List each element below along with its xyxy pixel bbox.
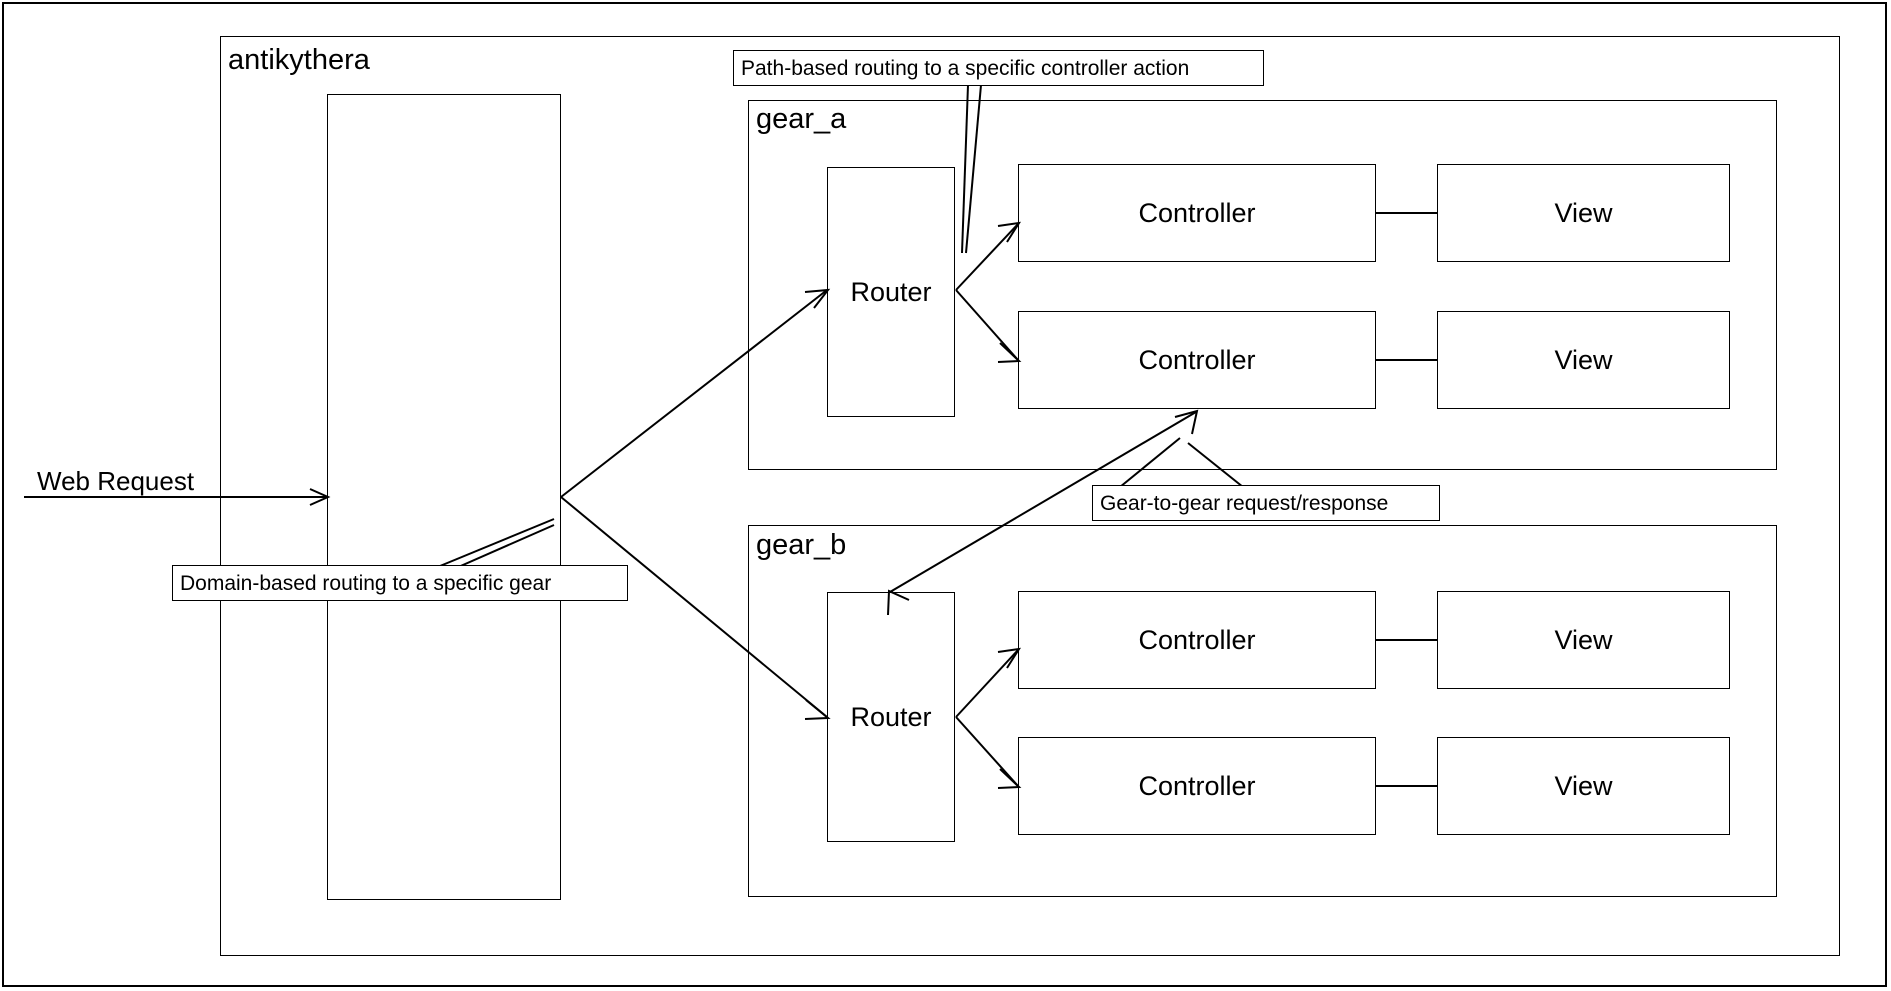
gear-a-controller-1: Controller [1018, 164, 1376, 262]
gear-a-controller-2: Controller [1018, 311, 1376, 409]
gear-a-router-label: Router [850, 276, 932, 307]
gear-b-view-2: View [1437, 737, 1730, 835]
annotation-gear-to-gear-text: Gear-to-gear request/response [1100, 491, 1389, 515]
gear-a-controller-1-label: Controller [1138, 197, 1256, 228]
annotation-domain-based-routing-text: Domain-based routing to a specific gear [180, 571, 552, 595]
gear-a-view-1-label: View [1554, 197, 1613, 228]
gear-b-router: Router [827, 592, 955, 842]
gear-a-router: Router [827, 167, 955, 417]
gear-a-label: gear_a [756, 103, 847, 135]
annotation-path-based-routing-text: Path-based routing to a specific control… [741, 56, 1190, 80]
gear-b-controller-2: Controller [1018, 737, 1376, 835]
gear-b-label: gear_b [756, 529, 847, 561]
annotation-domain-based-routing: Domain-based routing to a specific gear [172, 565, 628, 601]
gear-b-router-label: Router [850, 701, 932, 732]
antikythera-router-column [327, 94, 561, 900]
gear-b-view-1-label: View [1554, 624, 1613, 655]
gear-a-controller-2-label: Controller [1138, 344, 1256, 375]
gear-b-view-1: View [1437, 591, 1730, 689]
gear-b-controller-1-label: Controller [1138, 624, 1256, 655]
gear-a-container [748, 100, 1777, 470]
annotation-path-based-routing: Path-based routing to a specific control… [733, 50, 1264, 86]
annotation-gear-to-gear: Gear-to-gear request/response [1092, 485, 1440, 521]
gear-a-view-2: View [1437, 311, 1730, 409]
web-request-label: Web Request [37, 466, 195, 496]
antikythera-container-label: antikythera [228, 44, 370, 76]
gear-b-view-2-label: View [1554, 770, 1613, 801]
gear-b-controller-2-label: Controller [1138, 770, 1256, 801]
gear-a-view-2-label: View [1554, 344, 1613, 375]
gear-b-controller-1: Controller [1018, 591, 1376, 689]
gear-a-view-1: View [1437, 164, 1730, 262]
